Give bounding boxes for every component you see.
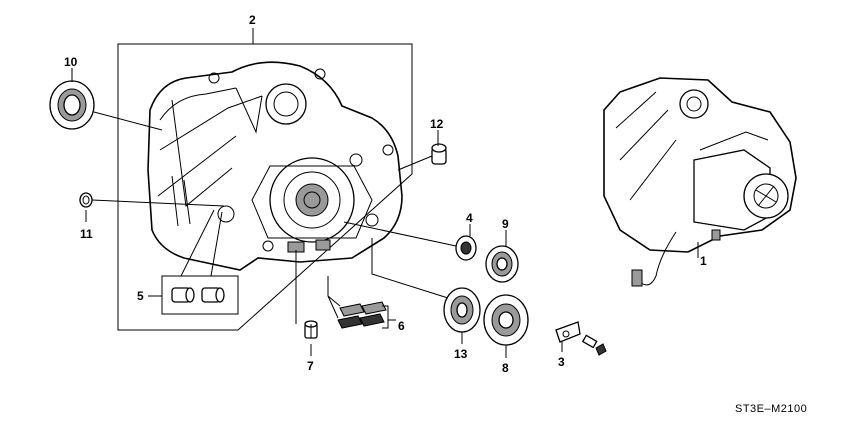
callout-12: 12: [430, 117, 444, 131]
callout-10: 10: [64, 55, 78, 69]
diagram-code: ST3E–M2100: [735, 403, 807, 415]
leader-lines: [71, 28, 699, 358]
callout-5: 5: [137, 289, 144, 303]
part-dowel-pins-5: [161, 275, 239, 315]
callout-4: 4: [466, 211, 473, 225]
callout-3: 3: [558, 355, 565, 369]
callout-6: 6: [398, 319, 405, 333]
callout-8: 8: [502, 361, 509, 375]
callout-1: 1: [700, 254, 707, 268]
callout-13: 13: [454, 347, 468, 361]
part-oil-seal-10: [49, 80, 95, 130]
part-bracket-3: [555, 321, 607, 356]
part-bearing-9: [485, 245, 519, 283]
transmission-assembly: [603, 77, 797, 287]
part-seal-4: [455, 235, 477, 261]
callout-labels: 1 2 3 4 5 6 7 8 9 10 11 12 13: [64, 13, 707, 375]
callout-11: 11: [80, 227, 93, 241]
callout-2: 2: [249, 13, 256, 27]
callout-9: 9: [502, 217, 509, 231]
callout-7: 7: [307, 359, 314, 373]
group-outline: [117, 43, 413, 331]
part-seal-13: [443, 287, 481, 333]
part-seal-11: [79, 192, 93, 208]
part-bearing-8: [483, 294, 529, 346]
clutch-housing: [147, 61, 403, 271]
part-magnets-6: [337, 301, 387, 329]
part-plug-12: [431, 143, 447, 165]
